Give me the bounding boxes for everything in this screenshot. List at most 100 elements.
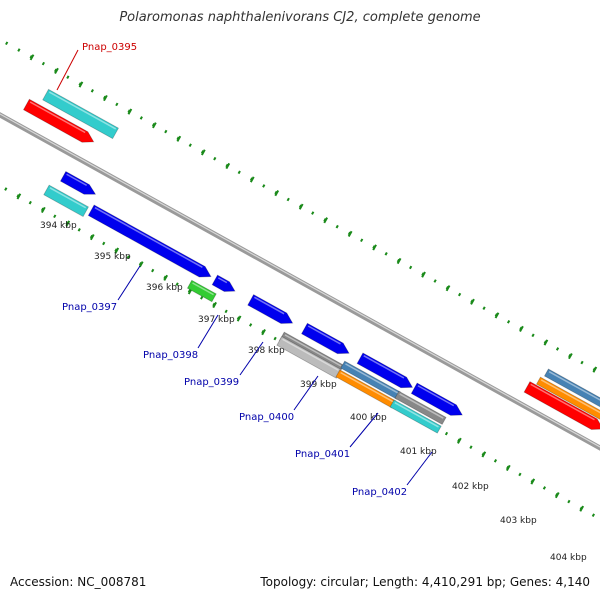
tick-mark bbox=[138, 261, 144, 268]
tick-mark bbox=[176, 135, 182, 142]
feature-highlight bbox=[548, 371, 600, 401]
tick-mark bbox=[163, 274, 169, 281]
scale-label: 398 kbp bbox=[248, 346, 285, 356]
scale-label: 403 kbp bbox=[500, 516, 537, 526]
feature-highlight bbox=[345, 363, 399, 394]
feature-cyan-top bbox=[42, 88, 119, 140]
feature-highlight bbox=[94, 207, 203, 268]
tick-mark bbox=[347, 230, 353, 237]
tick-mark bbox=[54, 67, 59, 75]
scale-label: 396 kbp bbox=[146, 283, 183, 293]
feature-highlight bbox=[417, 385, 455, 407]
tick-mark bbox=[274, 190, 280, 197]
backbone-line bbox=[0, 112, 600, 451]
feature-highlight bbox=[66, 173, 88, 187]
feature-blue-3 bbox=[211, 274, 236, 292]
gene-label: Pnap_0395 bbox=[82, 42, 137, 53]
tick-mark bbox=[421, 271, 426, 278]
feature-highlight bbox=[284, 334, 342, 367]
feature-highlight bbox=[48, 91, 117, 130]
feature-highlight bbox=[363, 355, 405, 379]
tick-mark bbox=[16, 193, 22, 200]
tick-mark bbox=[470, 298, 475, 305]
feature-steelblue-right bbox=[543, 368, 600, 408]
gene-leader-line bbox=[349, 412, 379, 448]
tick-mark bbox=[29, 54, 35, 61]
feature-gray bbox=[276, 335, 342, 379]
feature-gray2 bbox=[394, 390, 447, 425]
tick-mark bbox=[78, 81, 84, 88]
tick-mark bbox=[457, 437, 462, 444]
tick-mark bbox=[261, 329, 266, 336]
tick-mark bbox=[323, 217, 329, 224]
tick-mark bbox=[65, 220, 71, 227]
tick-mark bbox=[519, 325, 524, 333]
tick-mark bbox=[103, 94, 108, 102]
feature-blue-6 bbox=[356, 352, 414, 389]
gene-label: Pnap_0402 bbox=[352, 487, 407, 498]
tick-mark bbox=[298, 203, 304, 210]
scale-label: 400 kbp bbox=[350, 413, 387, 423]
tick-mark bbox=[505, 464, 511, 472]
feature-highlight bbox=[282, 338, 339, 371]
feature-red-right bbox=[523, 381, 600, 430]
gene-label: Pnap_0398 bbox=[143, 350, 198, 361]
tick-mark bbox=[372, 244, 377, 251]
label-layer: 394 kbp 395 kbp 396 kbp 397 kbp 398 kbp 399 k… bbox=[40, 42, 587, 563]
feature-green bbox=[186, 279, 217, 303]
scale-label: 397 kbp bbox=[198, 315, 235, 325]
scale-label: 395 kbp bbox=[94, 252, 131, 262]
tick-mark bbox=[89, 233, 95, 241]
tick-mark bbox=[396, 257, 402, 265]
scale-label: 402 kbp bbox=[452, 482, 489, 492]
gene-leader-line bbox=[197, 314, 219, 349]
topology-summary: Topology: circular; Length: 4,410,291 bp… bbox=[260, 575, 590, 589]
tick-mark bbox=[445, 285, 451, 292]
feature-highlight bbox=[399, 393, 444, 419]
scale-label: 404 kbp bbox=[550, 553, 587, 563]
feature-highlight bbox=[217, 277, 228, 284]
gene-leader-line bbox=[239, 341, 264, 376]
feature-highlight bbox=[540, 379, 600, 414]
feature-highlight bbox=[192, 282, 214, 296]
tick-mark bbox=[579, 505, 585, 512]
scale-label: 399 kbp bbox=[300, 380, 337, 390]
feature-blue-4 bbox=[247, 294, 294, 324]
feature-cyan-bottom2 bbox=[389, 399, 442, 434]
accession-text: Accession: NC_008781 bbox=[10, 575, 147, 589]
tick-mark bbox=[225, 162, 231, 170]
feature-highlight bbox=[49, 187, 87, 209]
scale-label: 401 kbp bbox=[400, 447, 437, 457]
tick-mark bbox=[114, 247, 120, 254]
gene-label: Pnap_0399 bbox=[184, 377, 239, 388]
feature-highlight bbox=[307, 325, 341, 345]
backbone-highlight bbox=[0, 113, 600, 448]
scale-label: 394 kbp bbox=[40, 221, 77, 231]
feature-highlight bbox=[530, 383, 595, 421]
tick-mark bbox=[494, 312, 500, 319]
feature-highlight bbox=[394, 402, 439, 428]
feature-highlight bbox=[29, 101, 86, 134]
tick-mark bbox=[41, 206, 46, 214]
feature-highlight bbox=[253, 296, 285, 315]
tick-mark bbox=[200, 149, 206, 156]
tick-mark bbox=[212, 301, 217, 309]
feature-blue-5 bbox=[301, 322, 350, 355]
tick-mark bbox=[592, 366, 598, 373]
gene-label: Pnap_0400 bbox=[239, 412, 294, 423]
feature-blue-1 bbox=[59, 170, 97, 195]
genome-backbone bbox=[0, 112, 600, 451]
feature-red-top bbox=[22, 98, 95, 143]
tick-mark bbox=[543, 339, 549, 346]
feature-blue-7 bbox=[410, 382, 463, 416]
feature-blue-2 bbox=[87, 204, 212, 278]
tick-mark bbox=[481, 451, 487, 458]
tick-mark bbox=[530, 478, 536, 485]
tick-mark bbox=[249, 176, 255, 183]
tick-mark bbox=[554, 492, 560, 499]
feature-highlight bbox=[340, 371, 394, 403]
gene-leader-line bbox=[56, 49, 79, 91]
feature-orange-right bbox=[535, 376, 600, 420]
gene-leader-line bbox=[293, 375, 319, 411]
